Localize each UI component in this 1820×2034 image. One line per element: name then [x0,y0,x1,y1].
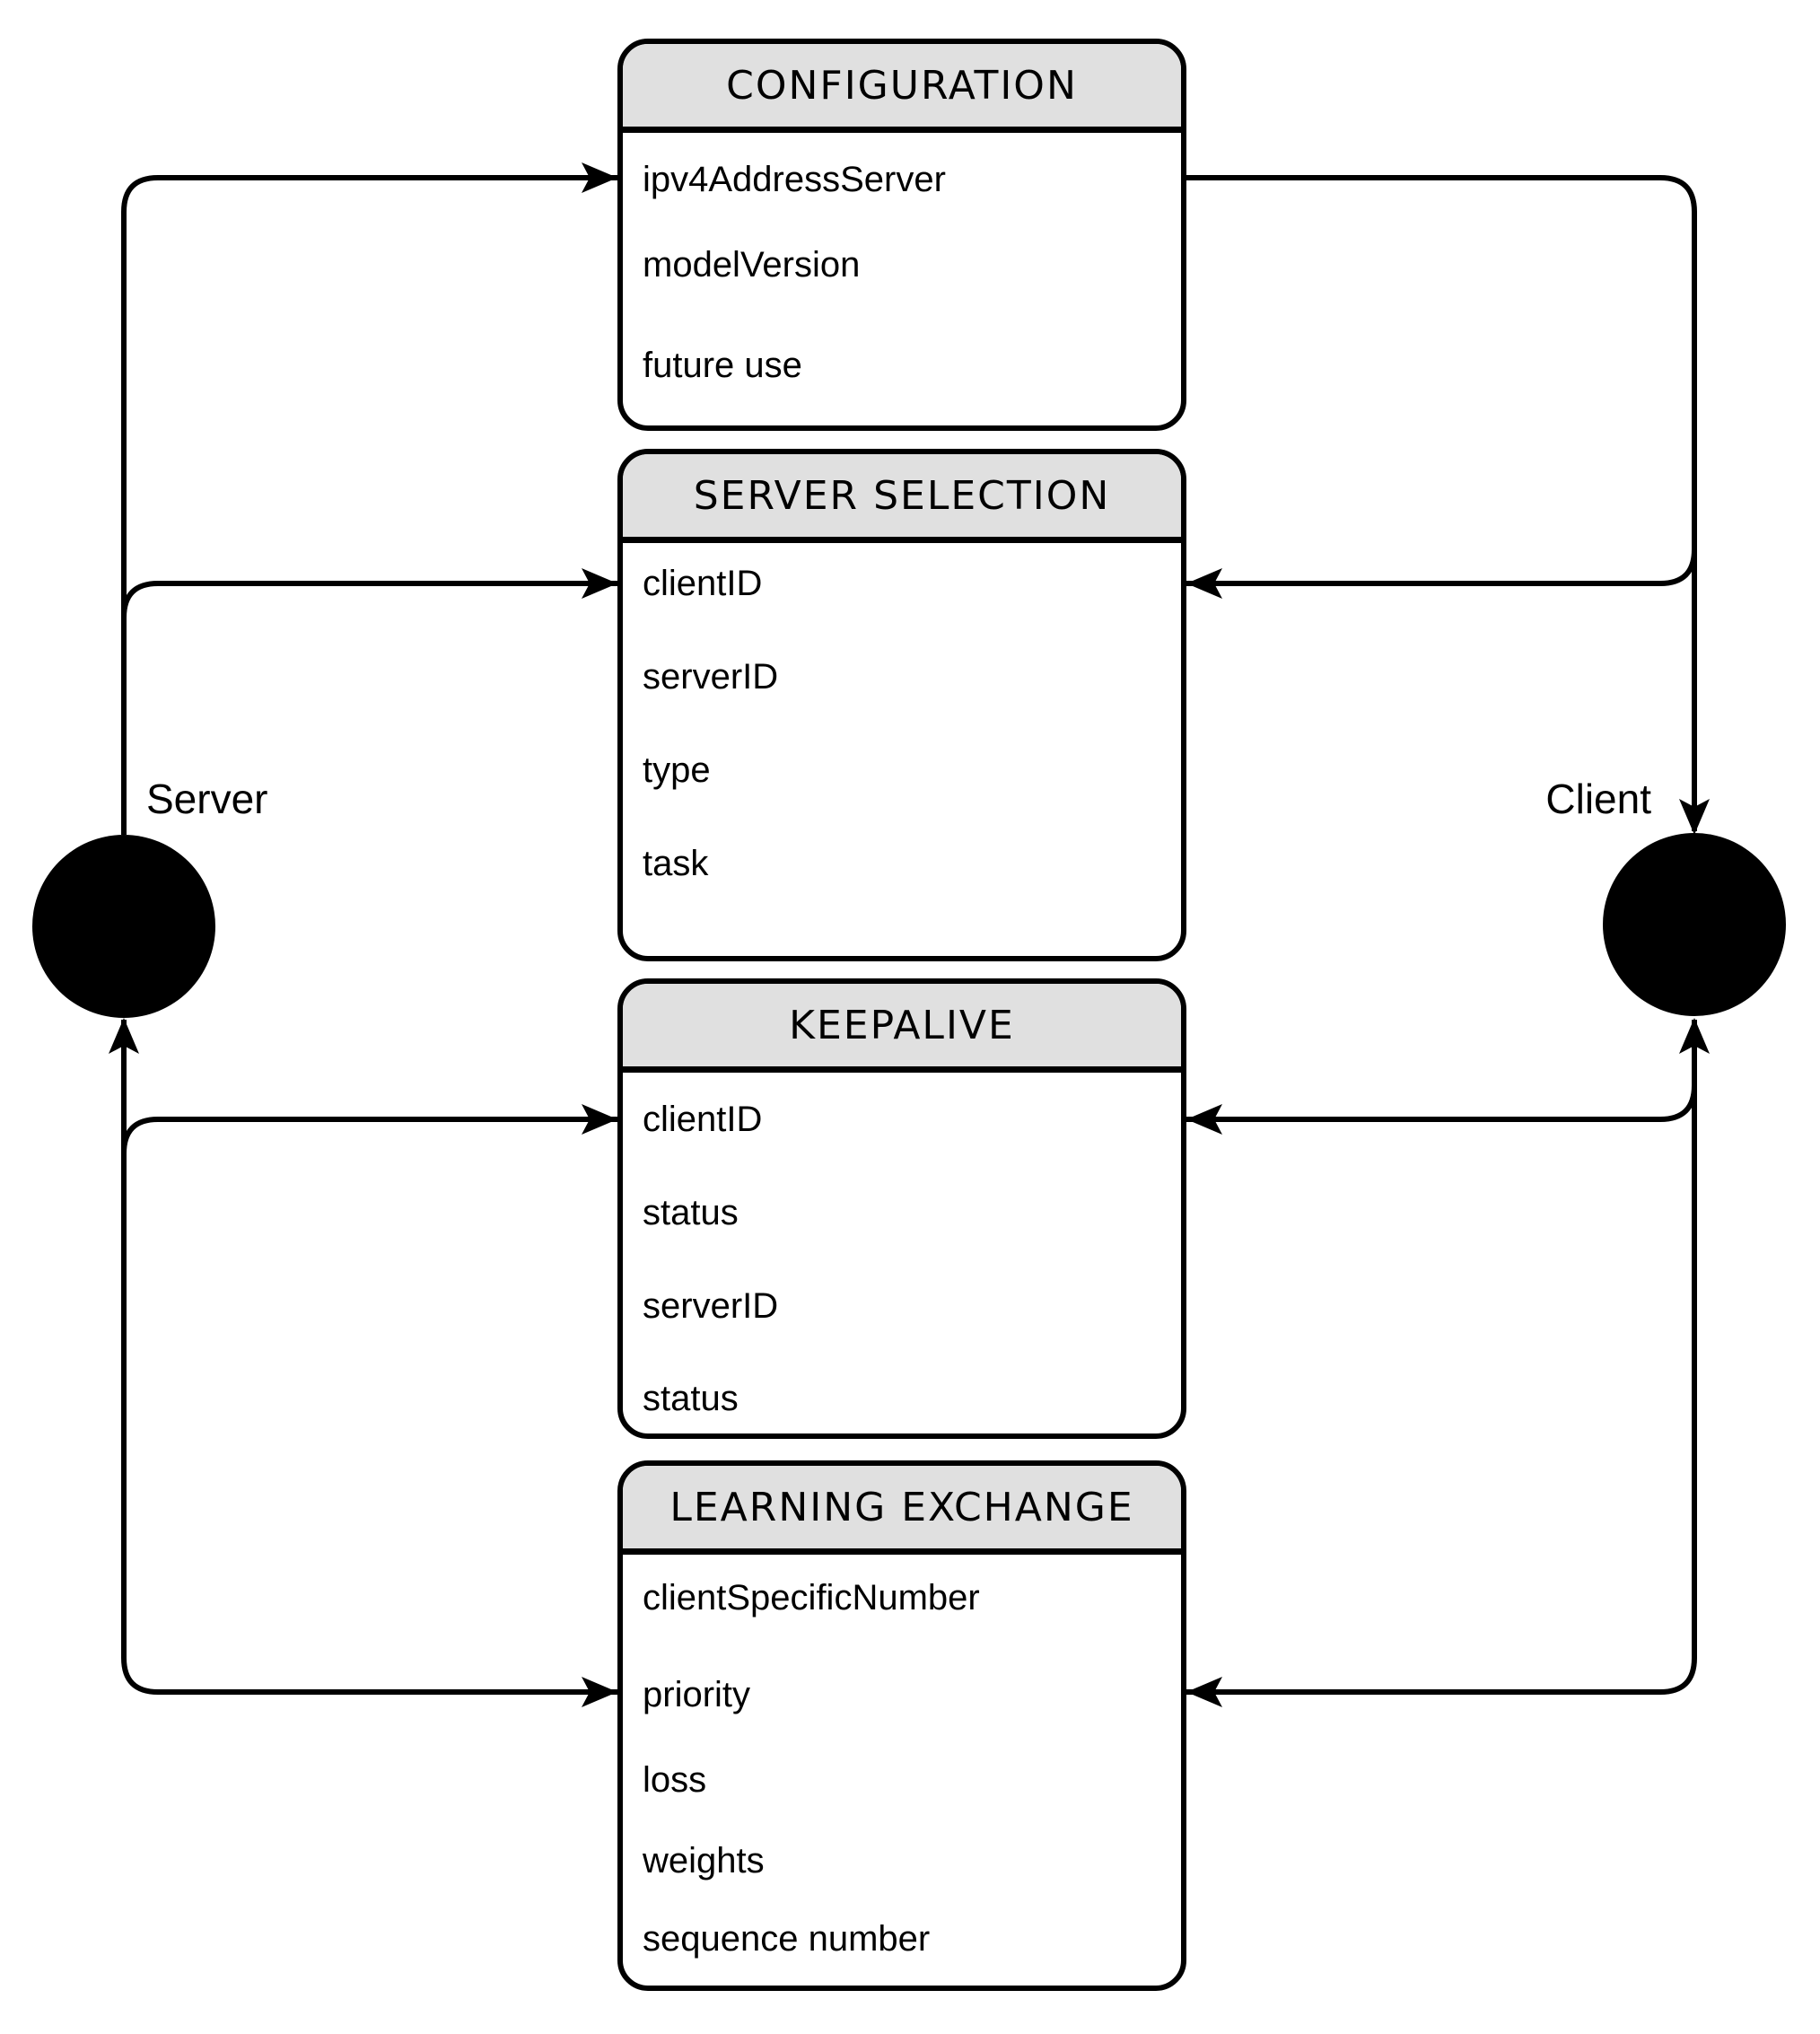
field-label: type [643,750,711,790]
field-label: ipv4AddressServer [643,160,946,199]
field-label: serverID [643,1286,779,1326]
message-box-learning-exchange: LEARNING EXCHANGE clientSpecificNumber p… [617,1460,1186,1991]
arrowhead-into-learning-exchange-right [1186,1677,1222,1707]
message-box-keepalive: KEEPALIVE clientID status serverID statu… [617,978,1186,1439]
box-title: LEARNING EXCHANGE [623,1466,1181,1555]
arrowhead-into-keepalive-left [582,1104,617,1135]
connector-configuration-to-client [1186,175,1697,831]
arrowhead-into-learning-exchange-left [582,1677,617,1707]
server-node [32,835,215,1018]
connector-server-to-configuration [121,175,617,835]
arrowhead-into-client-node-bottom [1679,1018,1710,1054]
field-label: clientSpecificNumber [643,1578,980,1618]
connector-client-to-keepalive [1186,1084,1697,1122]
field-label: future use [643,346,802,385]
field-label: weights [643,1841,765,1881]
arrowhead-into-configuration [582,162,617,193]
field-label: modelVersion [643,245,861,285]
connector-learning-exchange-to-server [121,1020,617,1695]
field-label: status [643,1193,739,1232]
server-node-label: Server [146,776,268,822]
arrowhead-into-server-selection-right [1186,568,1222,599]
arrowhead-into-keepalive-right [1186,1104,1222,1135]
box-title: SERVER SELECTION [623,454,1181,543]
field-label: clientID [643,564,763,603]
box-title: CONFIGURATION [623,44,1181,133]
field-label: loss [643,1760,707,1800]
arrowhead-into-server-node [109,1018,139,1054]
arrowhead-into-client-node-top [1679,799,1710,835]
connector-server-to-server-selection [121,581,617,618]
field-label: task [643,844,709,883]
client-node-label: Client [1545,776,1651,822]
arrowhead-into-server-selection-left [582,568,617,599]
field-label: clientID [643,1100,763,1139]
client-node [1603,833,1786,1016]
message-box-server-selection: SERVER SELECTION clientID serverID type … [617,449,1186,961]
message-box-configuration: CONFIGURATION ipv4AddressServer modelVer… [617,39,1186,431]
field-label: sequence number [643,1919,931,1959]
connector-learning-exchange-to-client [1186,1020,1697,1695]
box-title: KEEPALIVE [623,984,1181,1073]
connector-client-to-server-selection [1186,548,1697,586]
field-label: status [643,1379,739,1418]
field-label: priority [643,1675,751,1714]
connector-server-to-keepalive [121,1117,617,1154]
field-label: serverID [643,657,779,697]
